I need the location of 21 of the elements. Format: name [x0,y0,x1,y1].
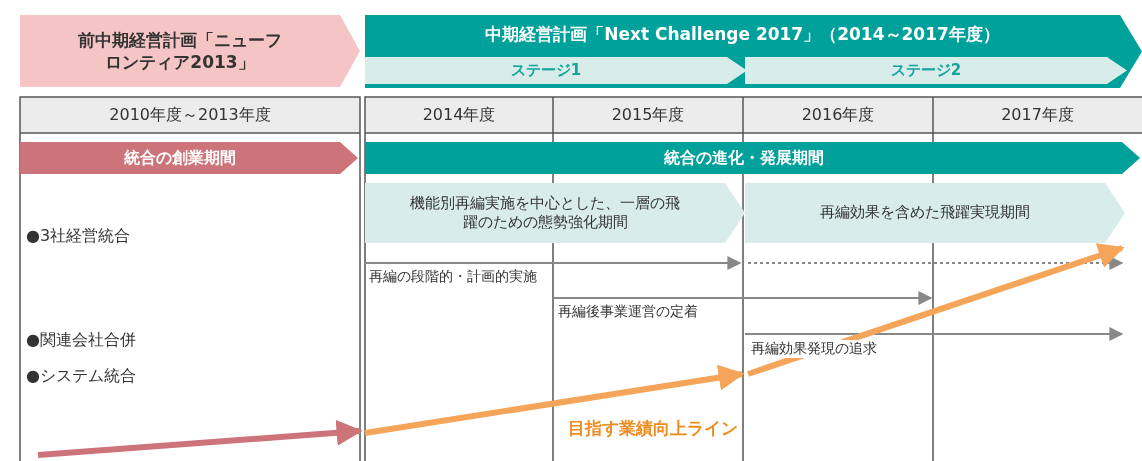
stage-banner: ステージ2 [745,57,1127,84]
period-banner: 統合の進化・発展期間 [365,142,1140,174]
stage-banner: ステージ1 [365,57,747,84]
column-header: 2010年度～2013年度 [108,103,272,126]
column-header: 2017年度 [1000,103,1075,126]
arrow-caption: 再編後事業運営の定着 [558,303,698,321]
column-header: 2015年度 [610,103,686,126]
arrow-caption: 再編の段階的・計画的実施 [369,268,537,286]
phase-banner: 再編効果を含めた飛躍実現期間 [745,183,1125,243]
bullet-item: ●システム統合 [26,366,136,387]
column-header: 2016年度 [800,103,876,126]
plan-title: 中期経営計画「Next Challenge 2017」（2014～2017年度） [485,23,1000,46]
bullet-item: ●関連会社合併 [26,330,136,351]
phase-banner: 機能別再編実施を中心とした、一層の飛躍のための態勢強化期間 [365,183,745,243]
column-header: 2014年度 [421,103,497,126]
bullet-item: ●3社経営統合 [26,226,131,247]
plan-banner [365,15,1142,88]
trend-label: 目指す業績向上ライン [568,417,738,440]
plan-banner: 前中期経営計画「ニューフロンティア2013」 [20,15,360,87]
arrow-caption: 再編効果発現の追求 [749,340,879,358]
period-banner: 統合の創業期間 [20,142,358,174]
